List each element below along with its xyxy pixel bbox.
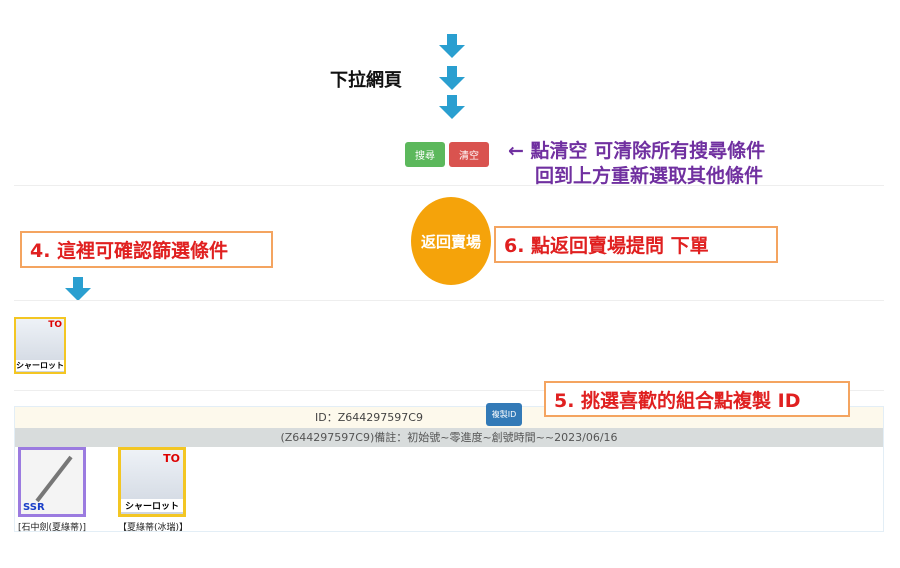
down-arrow-icon xyxy=(439,95,465,119)
clear-note-line1: ← 點清空 可清除所有搜尋條件 xyxy=(508,140,766,162)
scroll-hint: 下拉網頁 xyxy=(330,70,402,91)
character-name: シャーロット xyxy=(16,360,64,371)
filter-character-card[interactable]: TO シャーロット xyxy=(14,317,66,374)
rarity-badge: SSR xyxy=(23,502,45,513)
down-arrow-icon xyxy=(439,66,465,90)
character-card[interactable]: TO シャーロット xyxy=(118,447,186,517)
clear-note-line2: 回到上方重新選取其他條件 xyxy=(535,165,764,187)
step5-callout: 5. 挑選喜歡的組合點複製 ID xyxy=(544,381,850,417)
back-to-shop-button[interactable]: 返回賣場 xyxy=(411,197,491,285)
down-arrow-icon xyxy=(65,277,91,301)
weapon-card[interactable]: SSR xyxy=(18,447,86,517)
character-caption: 【夏綠蒂(冰瑞)】 xyxy=(118,523,189,533)
tier-badge: TO xyxy=(163,452,180,465)
step4-callout: 4. 這裡可確認篩選條件 xyxy=(20,231,273,268)
clear-button[interactable]: 清空 xyxy=(449,142,489,167)
result-remark: (Z644297597C9)備註：初始號~零進度~創號時間~~2023/06/1… xyxy=(15,428,883,447)
divider xyxy=(14,185,884,186)
sword-icon xyxy=(35,455,73,503)
copy-id-button[interactable]: 複製ID xyxy=(486,403,522,426)
step6-callout: 6. 點返回賣場提問 下單 xyxy=(494,226,778,263)
down-arrow-icon xyxy=(439,34,465,58)
tier-badge: TO xyxy=(48,320,62,330)
divider xyxy=(14,300,884,301)
clear-note: ← 點清空 可清除所有搜尋條件 回到上方重新選取其他條件 xyxy=(508,139,765,189)
search-button[interactable]: 搜尋 xyxy=(405,142,445,167)
character-name: シャーロット xyxy=(121,499,183,512)
divider xyxy=(14,390,884,391)
weapon-caption: [石中劍(夏綠蒂)] xyxy=(18,523,87,533)
